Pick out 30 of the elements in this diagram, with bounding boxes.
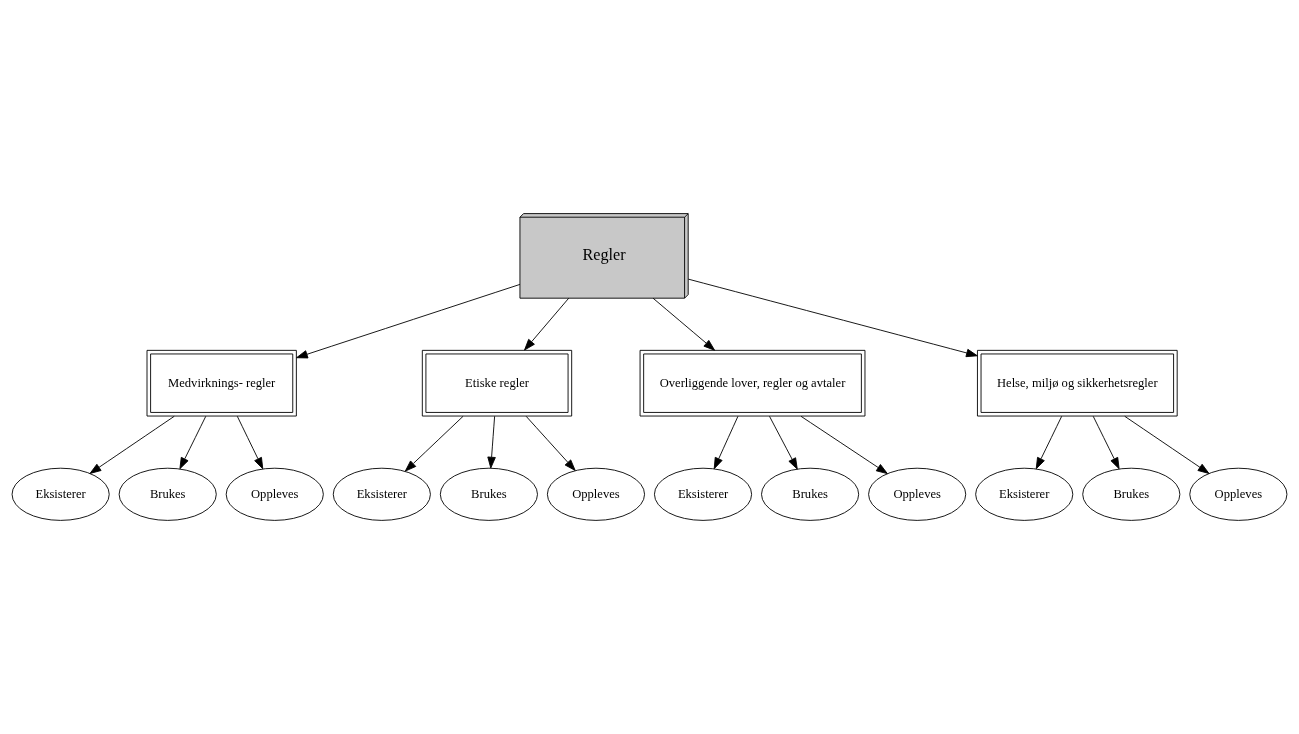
arrow xyxy=(1124,415,1210,474)
node-ellipse: Brukes xyxy=(761,467,860,521)
node-ellipse: Brukes xyxy=(1082,467,1181,521)
arrow xyxy=(179,415,207,470)
node-box: Etiske regler xyxy=(421,349,573,417)
arrow xyxy=(525,415,576,471)
arrow xyxy=(652,297,716,351)
arrow xyxy=(713,415,739,470)
arrow xyxy=(524,297,570,351)
arrow xyxy=(800,415,888,475)
arrow xyxy=(296,283,521,359)
node-ellipse: Eksisterer xyxy=(11,467,110,521)
node-box: Overliggende lover, regler og avtaler xyxy=(639,349,866,417)
arrow xyxy=(1035,415,1063,470)
node-ellipse: Eksisterer xyxy=(654,467,753,521)
node-ellipse: Brukes xyxy=(118,467,217,521)
arrow xyxy=(769,415,798,470)
node-ellipse: Oppleves xyxy=(868,467,967,521)
arrow xyxy=(1092,415,1120,470)
arrow xyxy=(404,415,464,472)
arrow xyxy=(687,278,978,358)
node-ellipse: Brukes xyxy=(439,467,538,521)
node-ellipse: Oppleves xyxy=(225,467,324,521)
node-ellipse: Eksisterer xyxy=(332,467,431,521)
node-ellipse: Eksisterer xyxy=(975,467,1074,521)
arrow xyxy=(89,415,175,474)
node-ellipse: Oppleves xyxy=(546,467,645,521)
arrow xyxy=(236,415,264,470)
arrow xyxy=(487,415,496,469)
node-ellipse: Oppleves xyxy=(1189,467,1288,521)
